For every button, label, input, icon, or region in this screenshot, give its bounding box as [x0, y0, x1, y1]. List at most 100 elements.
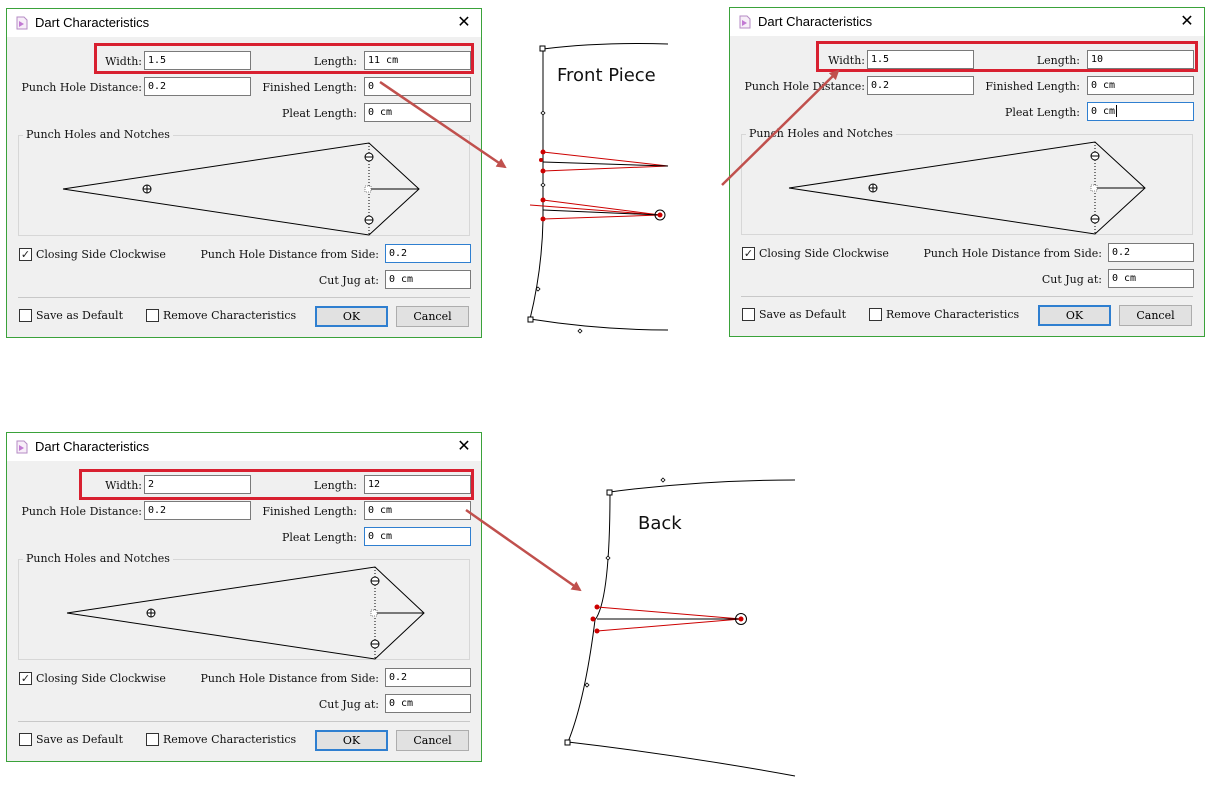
width-label: Width:	[105, 479, 142, 492]
width-input[interactable]: 1.5	[144, 51, 251, 70]
finished-length-label: Finished Length:	[985, 80, 1080, 93]
cancel-button[interactable]: Cancel	[396, 730, 469, 751]
pleat-length-input[interactable]: 0 cm	[1087, 102, 1194, 121]
dart-preview-diagram	[62, 142, 420, 236]
divider	[18, 721, 470, 722]
title-bar[interactable]: Dart Characteristics ✕	[7, 433, 481, 461]
punch-side-label: Punch Hole Distance from Side:	[200, 248, 379, 261]
dart-preview-diagram	[788, 141, 1146, 235]
punch-side-input[interactable]: 0.2	[385, 244, 471, 263]
length-input[interactable]: 11 cm	[364, 51, 471, 70]
punch-hole-distance-input[interactable]: 0.2	[867, 76, 974, 95]
title-bar[interactable]: Dart Characteristics ✕	[7, 9, 481, 37]
punch-hole-distance-input[interactable]: 0.2	[144, 77, 251, 96]
ok-button[interactable]: OK	[315, 730, 388, 751]
arrow-to-back-piece	[465, 508, 582, 592]
close-icon[interactable]: ✕	[1180, 11, 1194, 30]
cut-jug-label: Cut Jug at:	[1041, 273, 1102, 286]
cut-jug-label: Cut Jug at:	[318, 698, 379, 711]
pleat-length-label: Pleat Length:	[281, 107, 357, 120]
front-dart-upper	[542, 151, 669, 172]
finished-length-label: Finished Length:	[262, 505, 357, 518]
punch-hole-distance-label: Punch Hole Distance:	[744, 80, 865, 93]
close-icon[interactable]: ✕	[457, 12, 471, 31]
back-piece-label: Back	[638, 513, 682, 534]
dart-preview-diagram	[66, 566, 425, 660]
save-default-checkbox[interactable]	[742, 308, 755, 321]
cut-jug-input[interactable]: 0 cm	[1108, 269, 1194, 288]
text-caret	[1116, 105, 1118, 117]
front-dart-lower	[529, 199, 661, 220]
save-default-label: Save as Default	[36, 733, 123, 746]
remove-characteristics-label: Remove Characteristics	[163, 309, 297, 322]
ok-button[interactable]: OK	[315, 306, 388, 327]
ok-button[interactable]: OK	[1038, 305, 1111, 326]
dialog-title: Dart Characteristics	[35, 15, 150, 30]
finished-length-input[interactable]: 0 cm	[364, 501, 471, 520]
punch-side-input[interactable]: 0.2	[385, 668, 471, 687]
dialog-title: Dart Characteristics	[758, 14, 873, 29]
save-default-checkbox[interactable]	[19, 309, 32, 322]
punch-holes-group: Punch Holes and Notches	[18, 552, 470, 660]
width-label: Width:	[105, 55, 142, 68]
length-input[interactable]: 10	[1087, 50, 1194, 69]
divider	[18, 297, 470, 298]
remove-characteristics-checkbox[interactable]	[146, 733, 159, 746]
punch-side-input[interactable]: 0.2	[1108, 243, 1194, 262]
pleat-length-label: Pleat Length:	[1004, 106, 1080, 119]
punch-holes-group-label: Punch Holes and Notches	[23, 552, 173, 565]
pleat-length-input[interactable]: 0 cm	[364, 103, 471, 122]
cancel-button[interactable]: Cancel	[396, 306, 469, 327]
highlight-box-front-edited	[816, 41, 1198, 72]
remove-characteristics-label: Remove Characteristics	[163, 733, 297, 746]
dart-dialog-front-initial: Dart Characteristics ✕ Width: 1.5 Length…	[6, 8, 482, 338]
save-default-checkbox[interactable]	[19, 733, 32, 746]
cut-jug-input[interactable]: 0 cm	[385, 694, 471, 713]
closing-side-checkbox[interactable]: ✓	[742, 247, 755, 260]
finished-length-input[interactable]: 0	[364, 77, 471, 96]
front-piece-label: Front Piece	[557, 65, 656, 86]
closing-side-checkbox[interactable]: ✓	[19, 248, 32, 261]
remove-characteristics-checkbox[interactable]	[869, 308, 882, 321]
punch-holes-group: Punch Holes and Notches	[741, 127, 1193, 235]
length-label: Length:	[1036, 54, 1080, 67]
pleat-length-input[interactable]: 0 cm	[364, 527, 471, 546]
save-default-label: Save as Default	[759, 308, 846, 321]
length-input[interactable]: 12	[364, 475, 471, 494]
cut-jug-label: Cut Jug at:	[318, 274, 379, 287]
pleat-length-value: 0 cm	[1091, 106, 1116, 117]
save-default-label: Save as Default	[36, 309, 123, 322]
cut-jug-input[interactable]: 0 cm	[385, 270, 471, 289]
length-label: Length:	[313, 479, 357, 492]
cancel-button[interactable]: Cancel	[1119, 305, 1192, 326]
punch-side-label: Punch Hole Distance from Side:	[923, 247, 1102, 260]
width-label: Width:	[828, 54, 865, 67]
highlight-box-front-initial	[94, 43, 474, 74]
punch-holes-group: Punch Holes and Notches	[18, 128, 470, 236]
closing-side-checkbox[interactable]: ✓	[19, 672, 32, 685]
divider	[741, 296, 1193, 297]
pleat-length-label: Pleat Length:	[281, 531, 357, 544]
finished-length-input[interactable]: 0 cm	[1087, 76, 1194, 95]
width-input[interactable]: 2	[144, 475, 251, 494]
dart-app-icon	[16, 16, 28, 30]
dart-dialog-back: Dart Characteristics ✕ Width: 2 Length: …	[6, 432, 482, 762]
punch-hole-distance-label: Punch Hole Distance:	[21, 81, 142, 94]
closing-side-label: Closing Side Clockwise	[759, 247, 889, 260]
punch-holes-group-label: Punch Holes and Notches	[23, 128, 173, 141]
punch-hole-distance-label: Punch Hole Distance:	[21, 505, 142, 518]
width-input[interactable]: 1.5	[867, 50, 974, 69]
title-bar[interactable]: Dart Characteristics ✕	[730, 8, 1204, 36]
punch-hole-distance-input[interactable]: 0.2	[144, 501, 251, 520]
remove-characteristics-checkbox[interactable]	[146, 309, 159, 322]
closing-side-label: Closing Side Clockwise	[36, 672, 166, 685]
dialog-title: Dart Characteristics	[35, 439, 150, 454]
punch-side-label: Punch Hole Distance from Side:	[200, 672, 379, 685]
remove-characteristics-label: Remove Characteristics	[886, 308, 1020, 321]
highlight-box-back	[79, 469, 474, 500]
finished-length-label: Finished Length:	[262, 81, 357, 94]
close-icon[interactable]: ✕	[457, 436, 471, 455]
back-dart	[596, 606, 742, 632]
dart-app-icon	[739, 15, 751, 29]
length-label: Length:	[313, 55, 357, 68]
